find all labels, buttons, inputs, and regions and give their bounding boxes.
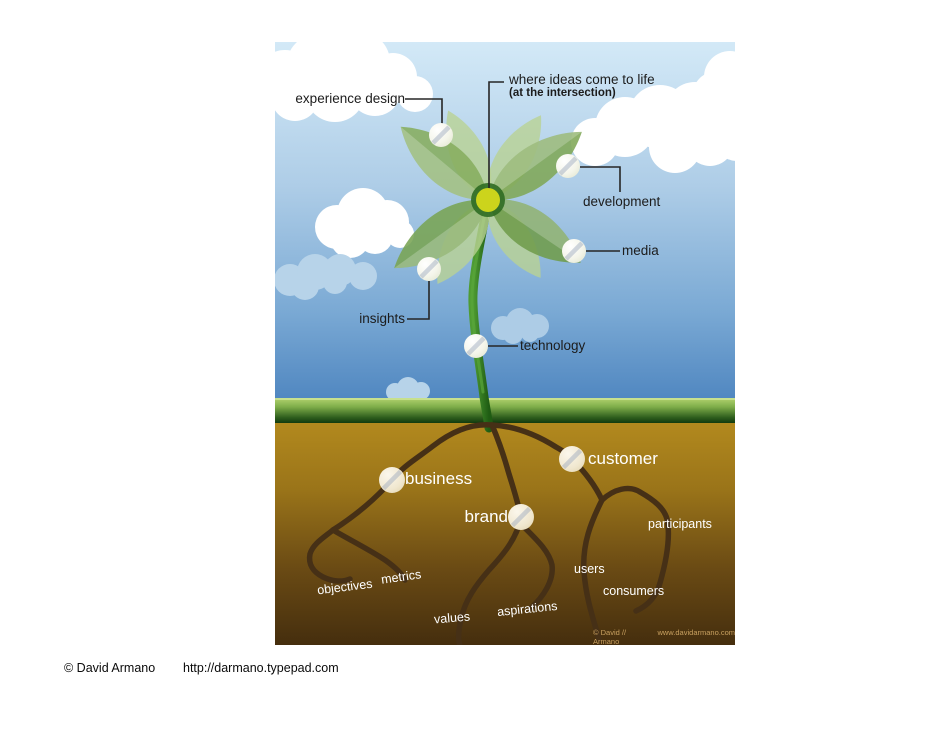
flower-petals xyxy=(394,110,582,285)
cloud-mid-left xyxy=(315,188,414,258)
flower-center xyxy=(476,188,500,212)
footer-url: http://darmano.typepad.com xyxy=(183,661,339,675)
cloud-top-right xyxy=(571,51,735,173)
node-experience-design xyxy=(429,123,453,147)
node-development xyxy=(556,154,580,178)
cloud-blue-left xyxy=(275,254,377,300)
node-customer xyxy=(559,446,585,472)
node-brand xyxy=(508,504,534,530)
connector-lines xyxy=(405,81,621,347)
cloud-top-left xyxy=(275,42,433,122)
image-credit: © David // Armano www.davidarmano.com xyxy=(593,628,735,645)
footer-copyright: © David Armano xyxy=(64,661,156,675)
node-insights xyxy=(417,257,441,281)
node-media xyxy=(562,239,586,263)
cloud-blue-center xyxy=(491,308,549,344)
image-credit-site: www.davidarmano.com xyxy=(657,628,735,637)
grass-strip xyxy=(275,398,735,423)
image-credit-author: © David // Armano xyxy=(593,628,627,645)
flower-diagram-image: experience design where ideas come to li… xyxy=(275,42,735,645)
node-business xyxy=(379,467,405,493)
flower-illustration xyxy=(275,42,735,645)
node-technology xyxy=(464,334,488,358)
